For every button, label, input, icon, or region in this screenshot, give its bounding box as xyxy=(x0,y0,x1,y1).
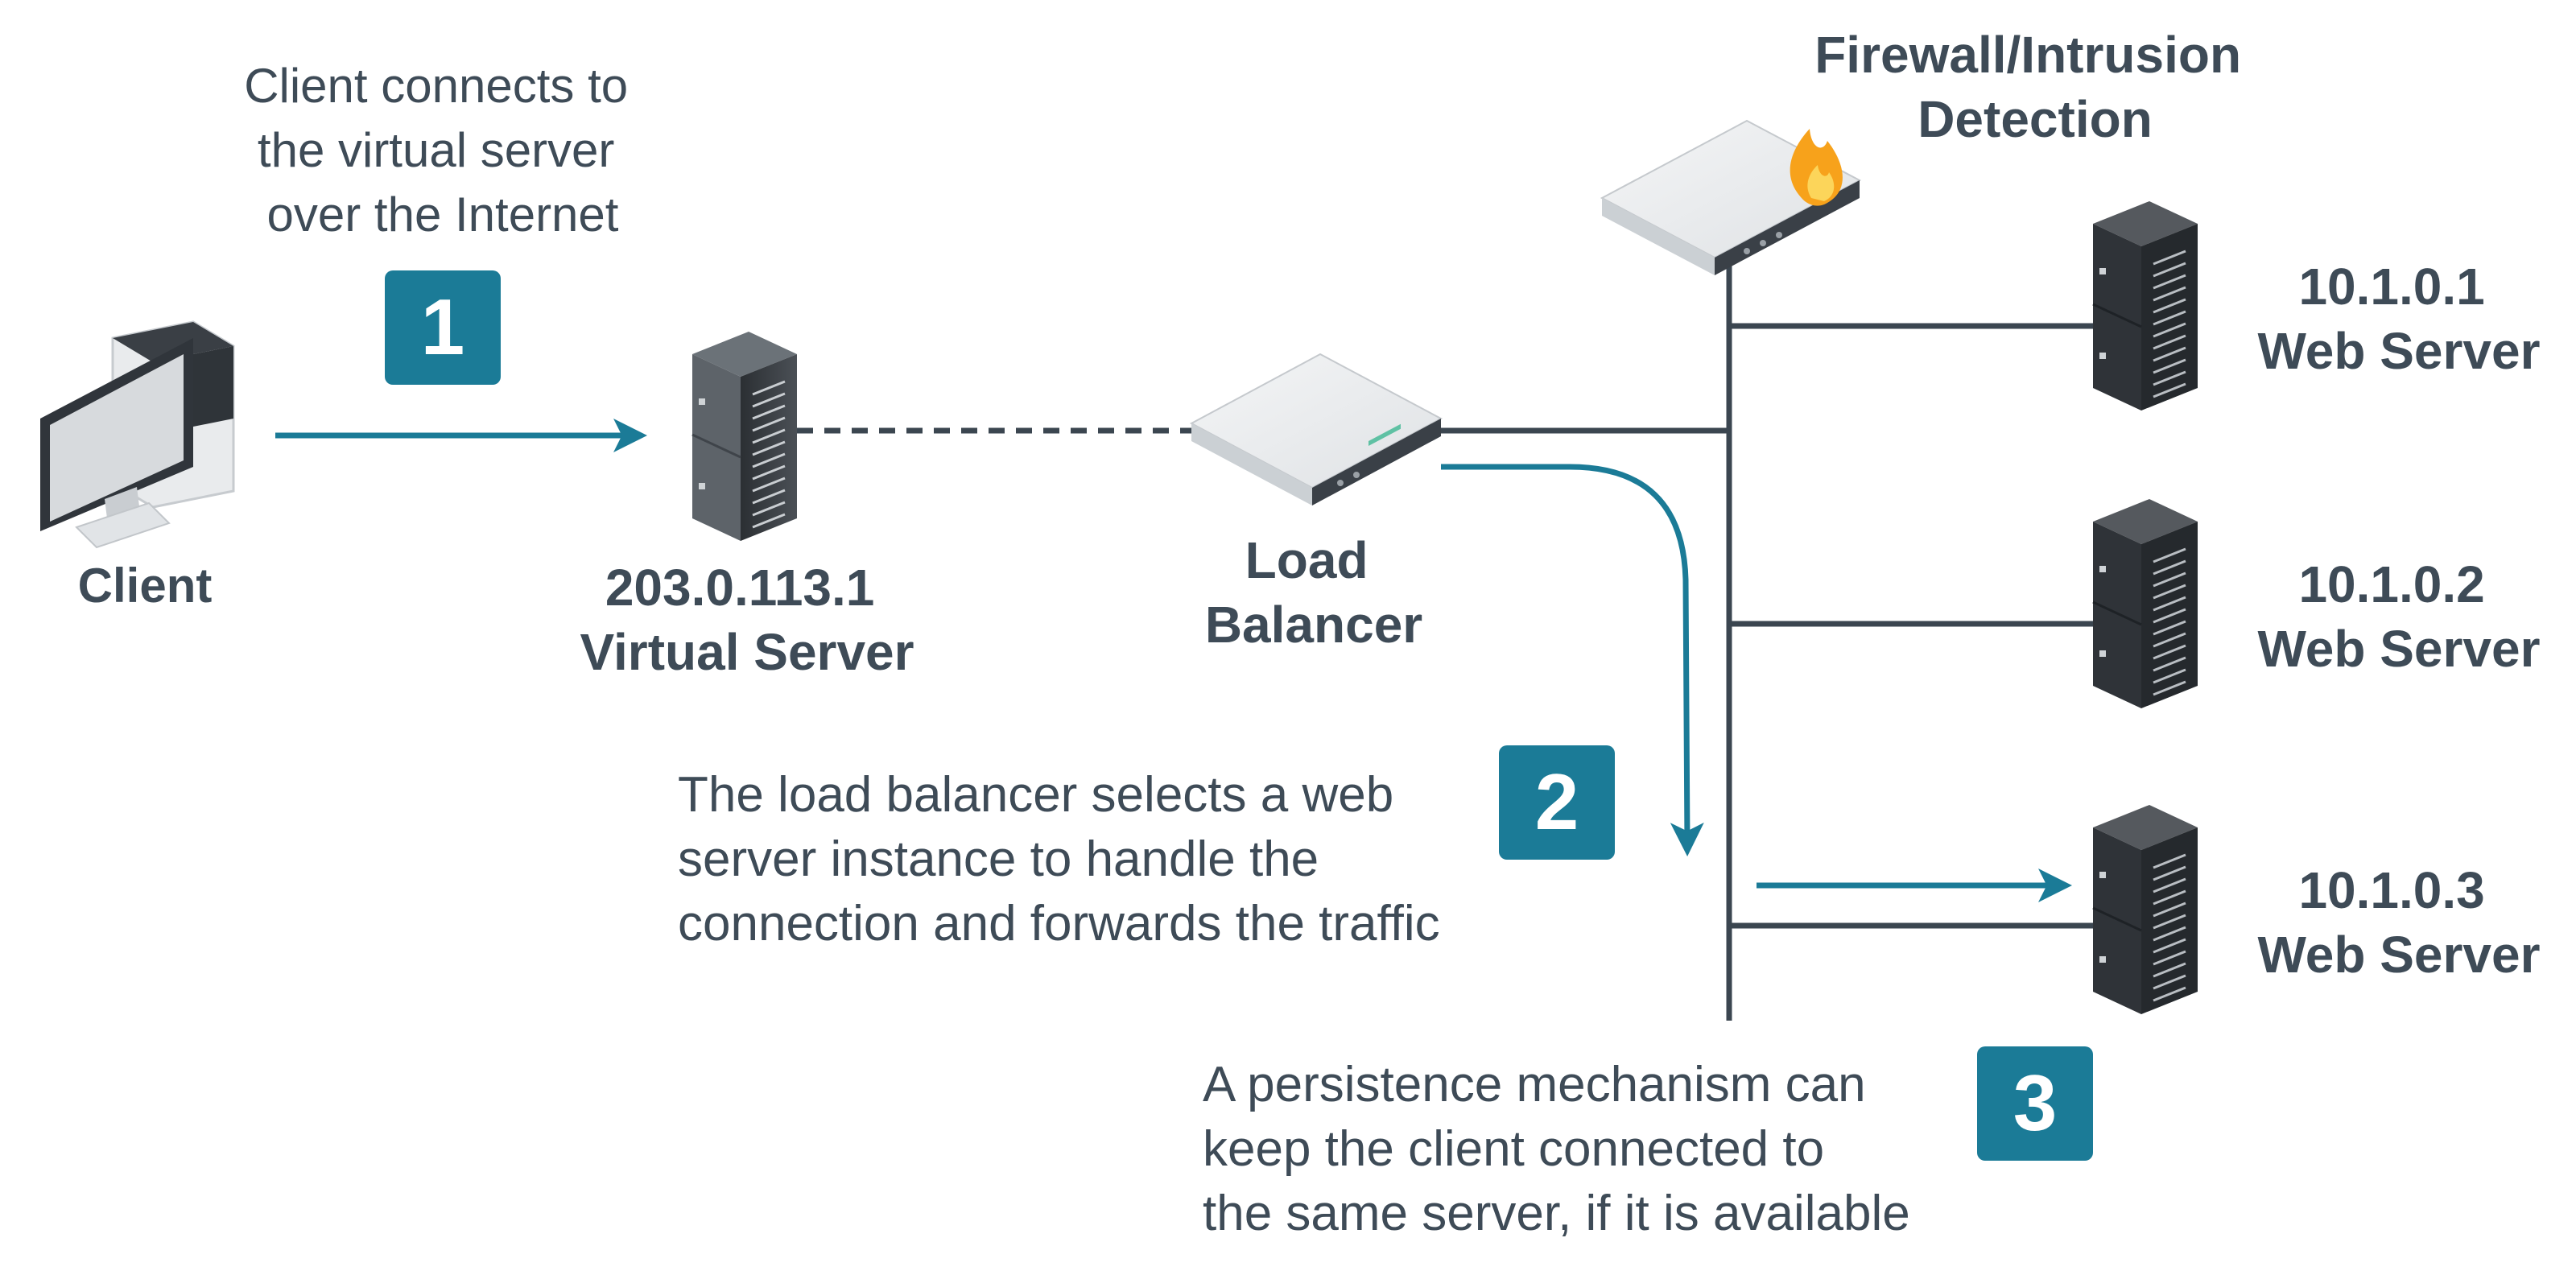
web-server-1-name: Web Server xyxy=(2258,322,2541,380)
step-3-badge xyxy=(1977,1046,2093,1161)
virtual-server-name: Virtual Server xyxy=(580,623,914,681)
firewall-label: Firewall/Intrusion Detection xyxy=(1814,26,2256,148)
load-balancer: Load Balancer xyxy=(1189,353,1443,654)
step-1-badge xyxy=(385,270,501,385)
step-3-text: A persistence mechanism can keep the cli… xyxy=(1203,1057,1910,1241)
web-server-2-ip: 10.1.0.2 xyxy=(2298,555,2484,613)
desktop-computer-icon xyxy=(40,320,235,549)
network-lines xyxy=(1441,233,2103,1021)
web-server-2-name: Web Server xyxy=(2258,620,2541,678)
server-tower-icon xyxy=(2092,201,2198,411)
client-computer: Client xyxy=(40,320,235,613)
step-2-badge xyxy=(1499,745,1615,860)
load-balancer-label: Load Balancer xyxy=(1205,531,1422,654)
web-server-3-ip: 10.1.0.3 xyxy=(2298,861,2484,919)
step-2-number: 2 xyxy=(1535,757,1579,846)
web-server-1-ip: 10.1.0.1 xyxy=(2298,258,2484,316)
step-3-line-3: the same server, if it is available xyxy=(1203,1186,1910,1241)
step-3-line-2: keep the client connected to xyxy=(1203,1121,1824,1177)
virtual-server: 203.0.113.1 Virtual Server xyxy=(580,332,914,681)
step-2-line-1: The load balancer selects a web xyxy=(678,767,1393,823)
firewall-line-1: Firewall/Intrusion xyxy=(1814,26,2241,84)
server-tower-icon xyxy=(691,332,797,541)
step-1-text: Client connects to the virtual server ov… xyxy=(244,59,642,241)
rack-appliance-icon xyxy=(1189,353,1443,505)
step-1-number: 1 xyxy=(421,283,465,371)
step-2-text: The load balancer selects a web server i… xyxy=(678,767,1440,951)
server-tower-icon xyxy=(2092,499,2198,708)
client-label: Client xyxy=(78,559,213,613)
load-balancer-to-server-arrow xyxy=(1441,464,1704,856)
web-server-3: 10.1.0.3 Web Server xyxy=(2092,805,2541,1014)
step-3: A persistence mechanism can keep the cli… xyxy=(1203,1046,2093,1241)
virtual-server-label: 203.0.113.1 Virtual Server xyxy=(580,559,914,681)
step-1: Client connects to the virtual server ov… xyxy=(244,59,642,385)
step-3-line-1: A persistence mechanism can xyxy=(1203,1057,1866,1112)
server-tower-icon xyxy=(2092,805,2198,1014)
firewall: Firewall/Intrusion Detection xyxy=(1600,26,2256,275)
virtual-server-ip: 203.0.113.1 xyxy=(605,559,875,617)
web-server-1-label: 10.1.0.1 Web Server xyxy=(2258,258,2541,380)
step-1-line-3: over the Internet xyxy=(267,188,619,241)
step-2-line-2: server instance to handle the xyxy=(678,831,1319,887)
firewall-line-2: Detection xyxy=(1918,90,2153,148)
load-balancer-line-2: Balancer xyxy=(1205,596,1422,654)
web-server-2: 10.1.0.2 Web Server xyxy=(2092,499,2541,708)
step-1-line-1: Client connects to xyxy=(244,59,628,113)
step-2-line-3: connection and forwards the traffic xyxy=(678,896,1440,951)
web-server-3-label: 10.1.0.3 Web Server xyxy=(2258,861,2541,984)
web-server-2-label: 10.1.0.2 Web Server xyxy=(2258,555,2541,678)
step-2: The load balancer selects a web server i… xyxy=(678,745,1615,951)
step-3-number: 3 xyxy=(2013,1058,2058,1147)
load-balancer-line-1: Load xyxy=(1245,531,1368,589)
web-server-1: 10.1.0.1 Web Server xyxy=(2092,201,2541,411)
web-server-3-name: Web Server xyxy=(2258,926,2541,984)
step-1-line-2: the virtual server xyxy=(258,123,615,177)
fire-icon xyxy=(1790,129,1843,206)
